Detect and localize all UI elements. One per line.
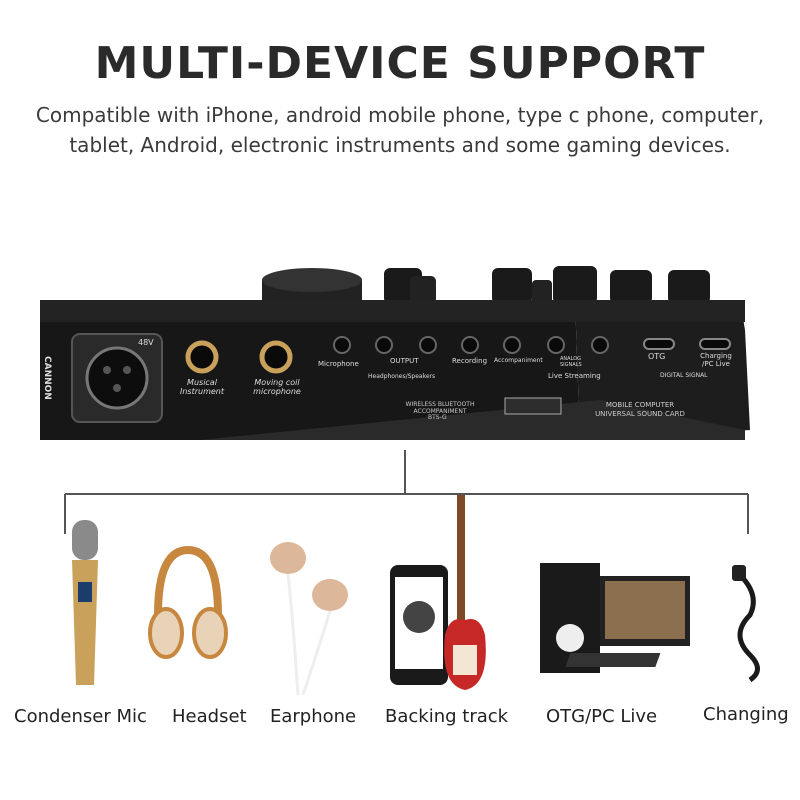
page-subtitle: Compatible with iPhone, android mobile p… bbox=[35, 103, 765, 157]
device-label-earphone: Earphone bbox=[270, 706, 357, 727]
output-label: OUTPUT bbox=[390, 357, 419, 365]
brand-line2: UNIVERSAL SOUND CARD bbox=[595, 410, 685, 418]
pc-icon bbox=[540, 563, 690, 673]
digital-signal-label: DIGITAL SIGNAL bbox=[660, 372, 708, 379]
device-label-otg-pc-live: OTG/PC Live bbox=[546, 706, 658, 727]
analog-label: ANALOG SIGNALS bbox=[560, 356, 582, 368]
headset-icon bbox=[148, 545, 228, 659]
recording-label: Recording bbox=[452, 357, 488, 365]
otg-label: OTG bbox=[648, 352, 666, 361]
bluetooth-label: WIRELESS BLUETOOTH ACCOMPANIMENT bbox=[405, 401, 475, 415]
musical-instrument-label: Musical Instrument bbox=[179, 378, 224, 396]
charging-label: Charging /PC Live bbox=[700, 352, 732, 368]
device-label-changing: Changing bbox=[703, 704, 789, 725]
live-streaming-label: Live Streaming bbox=[548, 372, 601, 380]
condenser-mic-icon bbox=[72, 520, 98, 685]
device-label-headset: Headset bbox=[172, 706, 247, 727]
microphone-port-label: Microphone bbox=[318, 360, 359, 368]
phantom-label: 48V bbox=[138, 338, 154, 347]
device-label-condenser-mic: Condenser Mic bbox=[14, 706, 147, 727]
page-title: MULTI-DEVICE SUPPORT bbox=[94, 38, 706, 89]
backing-track-icon bbox=[390, 495, 486, 690]
bluetooth-model: BTS-G bbox=[428, 414, 447, 421]
brand-line1: MOBILE COMPUTER bbox=[605, 401, 675, 409]
cable-icon bbox=[732, 565, 760, 683]
headphones-label: Headphones/Speakers bbox=[368, 373, 436, 380]
accompaniment-label: Accompaniment bbox=[494, 357, 543, 364]
moving-coil-label: Moving coil microphone bbox=[253, 378, 301, 396]
earphone-icon bbox=[270, 542, 348, 696]
device-label-backing-track: Backing track bbox=[385, 706, 509, 727]
